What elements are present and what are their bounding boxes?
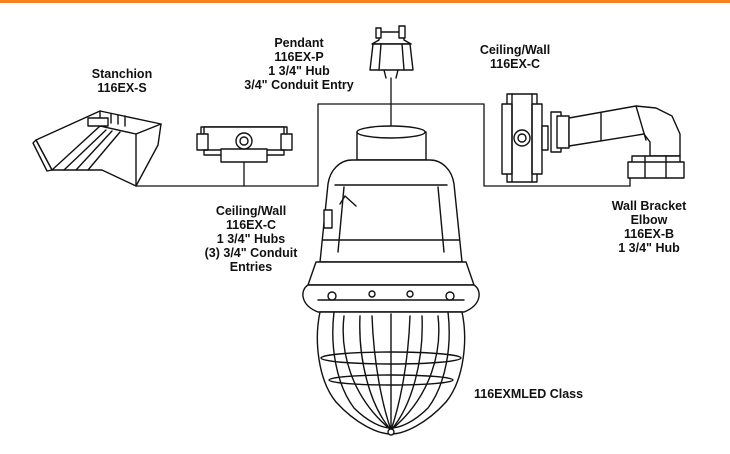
pendant-mount-icon — [369, 25, 414, 79]
connector-left — [135, 103, 392, 187]
ceiling-box-right-icon — [501, 93, 549, 183]
label-wall-bracket-elbow: Wall Bracket Elbow 116EX-B 1 3/4" Hub — [611, 199, 687, 255]
label-stanchion: Stanchion 116EX-S — [91, 67, 153, 95]
label-ceiling-wall-left: Ceiling/Wall 116EX-C 1 3/4" Hubs (3) 3/4… — [204, 204, 298, 274]
label-fixture: 116EXMLED Class — [474, 387, 584, 401]
top-accent-rule — [0, 0, 730, 3]
label-pendant: Pendant 116EX-P 1 3/4" Hub 3/4" Conduit … — [244, 36, 354, 92]
stanchion-mount-icon — [32, 110, 162, 187]
wall-bracket-elbow-icon — [550, 105, 685, 179]
connector-right — [390, 103, 631, 187]
label-ceiling-wall-right: Ceiling/Wall 116EX-C — [479, 43, 551, 71]
light-fixture-icon — [302, 125, 480, 436]
ceiling-box-icon — [196, 126, 293, 163]
connector-lines — [135, 77, 631, 187]
